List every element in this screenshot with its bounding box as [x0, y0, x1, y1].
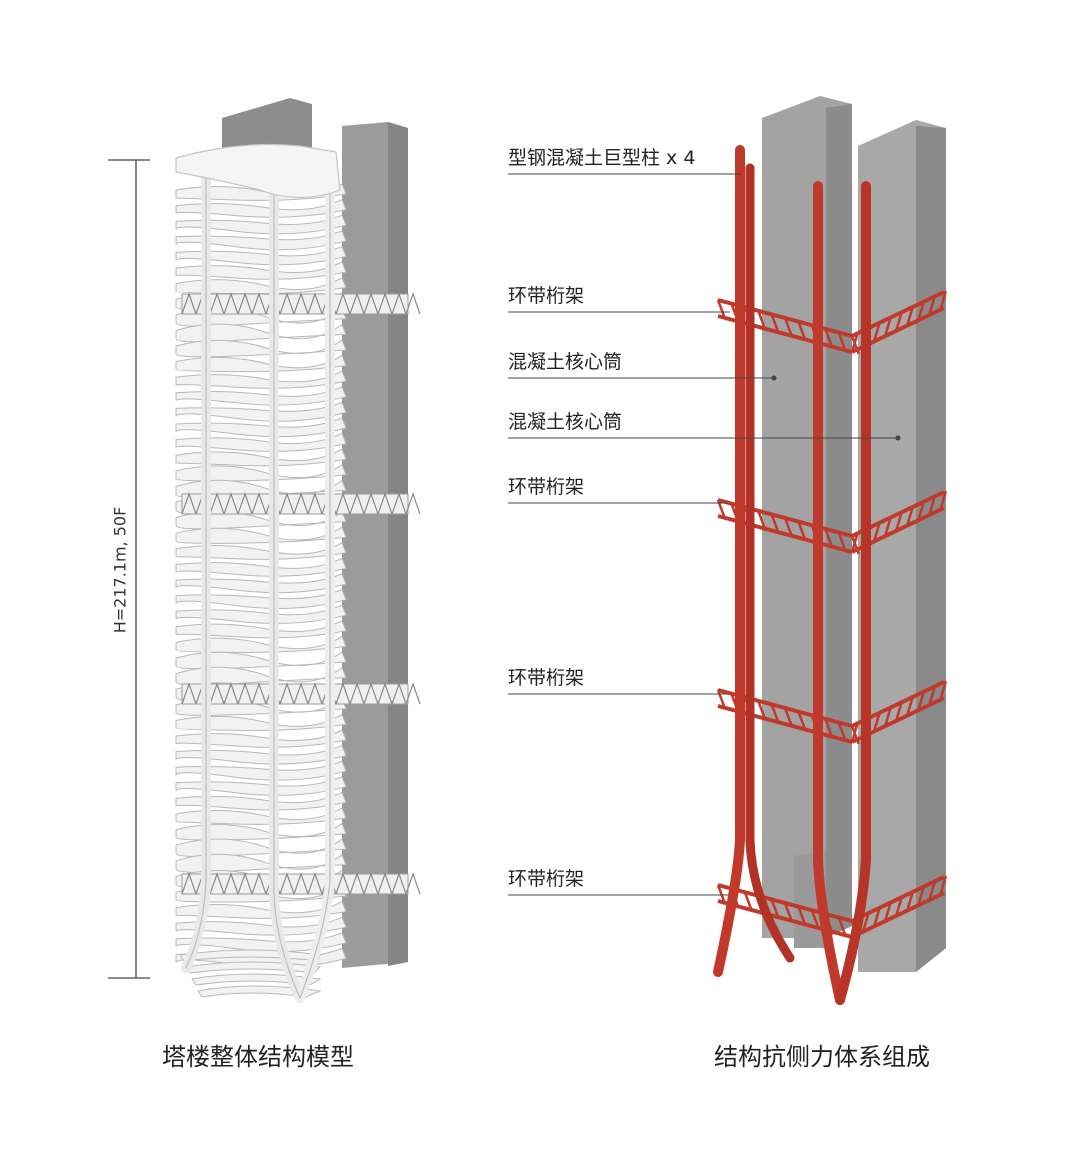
callout-leader-lines	[508, 173, 901, 896]
height-label: H=217.1m, 50F	[110, 506, 130, 634]
callout-belt-truss-4: 环带桁架	[508, 868, 585, 890]
core-tube-rear	[858, 120, 946, 972]
belt-truss	[181, 492, 421, 515]
left-belt-trusses	[181, 292, 421, 895]
red-belt-truss	[716, 875, 948, 940]
belt-truss	[181, 872, 421, 895]
floor-plate	[175, 932, 347, 953]
callout-belt-truss-2: 环带桁架	[508, 476, 585, 498]
floor-plate	[197, 985, 322, 998]
left-core-walls	[222, 98, 408, 968]
callout-core-tube-2: 混凝土核心筒	[508, 411, 623, 433]
floor-plate	[175, 526, 347, 544]
floor-plate	[175, 900, 347, 919]
belt-truss	[181, 682, 421, 705]
left-columns	[181, 155, 335, 1003]
belt-truss	[181, 292, 421, 315]
floor-plate	[175, 339, 347, 358]
left-model-caption: 塔楼整体结构模型	[162, 1043, 354, 1071]
left-tower-model	[108, 98, 421, 1003]
callout-core-tube-1: 混凝土核心筒	[508, 351, 623, 373]
callout-mega-column: 型钢混凝土巨型柱 x 4	[508, 147, 696, 169]
floor-plate	[175, 916, 347, 936]
right-structural-system	[508, 96, 948, 1005]
right-model-caption: 结构抗侧力体系组成	[714, 1043, 930, 1071]
callout-belt-truss-3: 环带桁架	[508, 667, 585, 689]
height-dimension-line	[108, 159, 150, 979]
mega-columns	[713, 145, 871, 1005]
left-roof-plate	[175, 143, 341, 199]
callout-belt-truss-1: 环带桁架	[508, 285, 585, 307]
